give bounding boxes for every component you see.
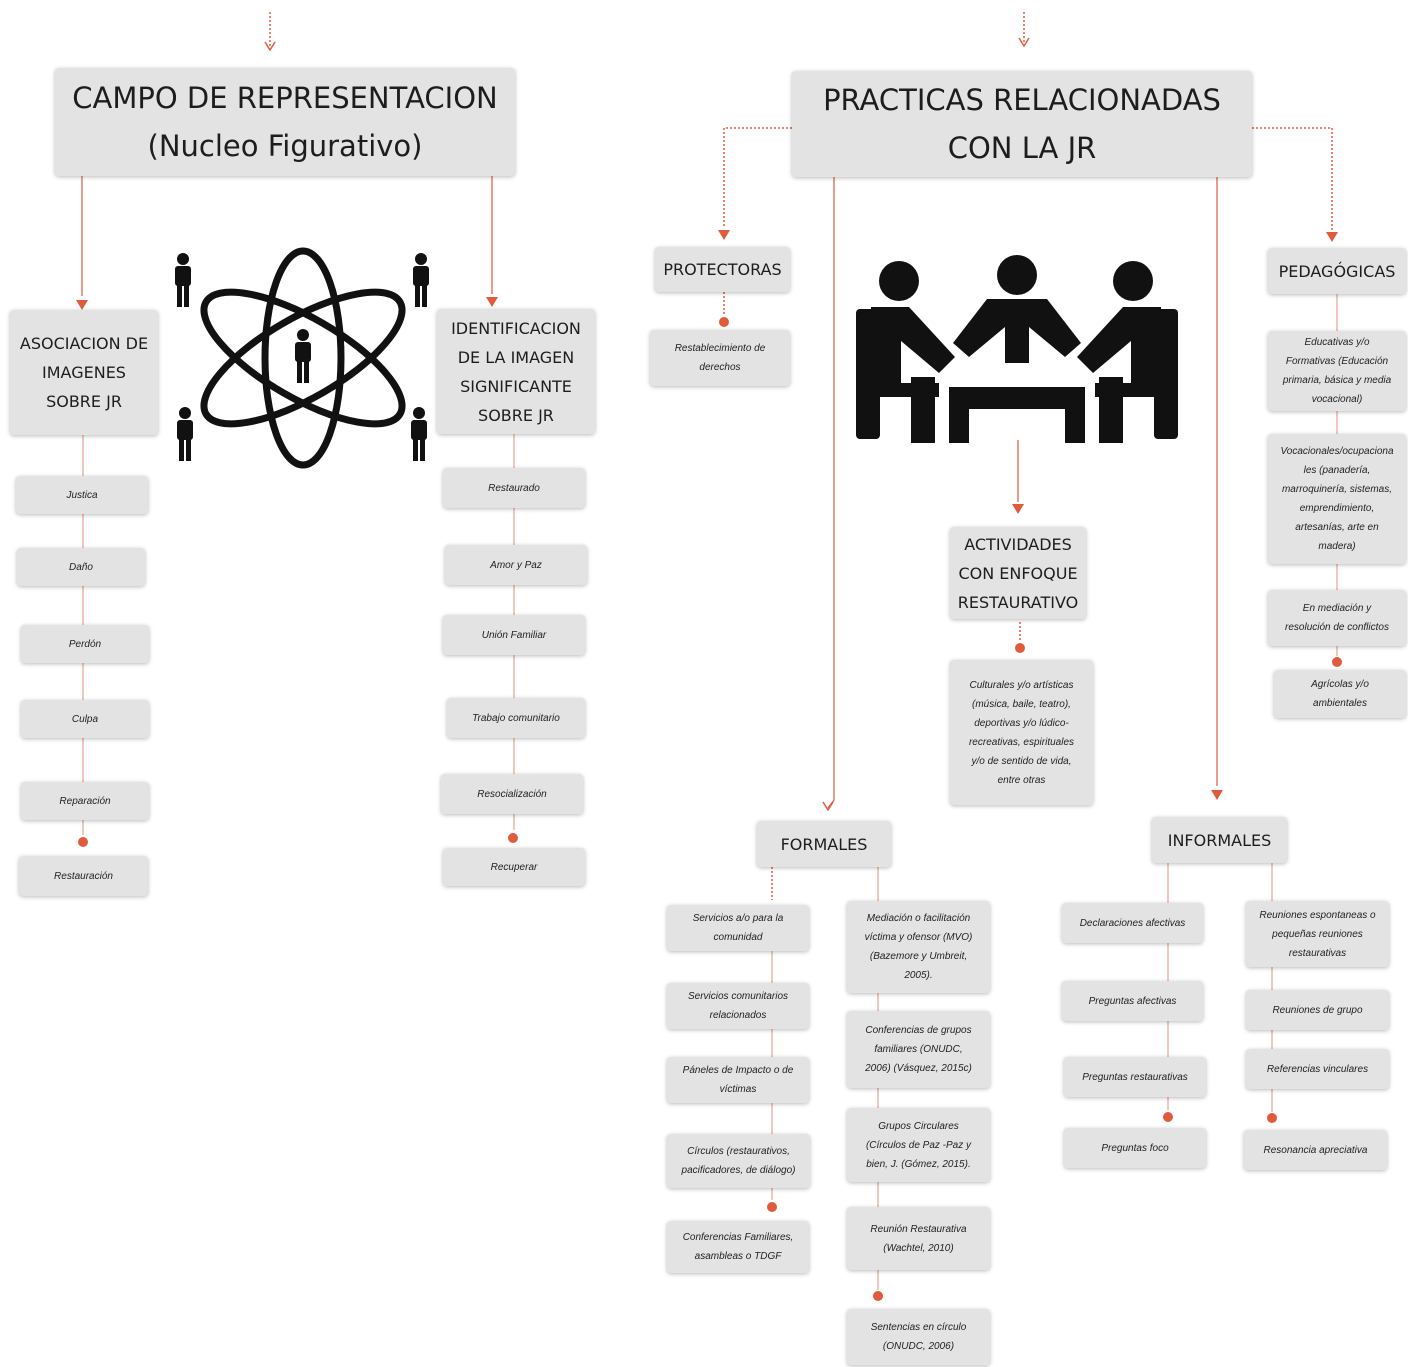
connector-dot [1332,657,1342,667]
actividades-box: ACTIVIDADES CON ENFOQUE RESTAURATIVO [950,527,1086,619]
asociacion-item: Perdón [21,625,149,663]
arrow-head [822,801,834,812]
connector-line [827,177,835,809]
formales-left-item: Páneles de Impacto o de víctimas [667,1057,809,1103]
asociacion-item: Culpa [21,700,149,738]
asociacion-item: Reparación [21,782,149,820]
formales-box: FORMALES [757,821,891,867]
identificacion-item: Restaurado [443,468,585,508]
arrow-head [718,230,730,240]
practicas-title-box: PRACTICAS RELACIONADAS CON LA JR [792,71,1252,177]
formales-left-item: Servicios comunitarios relacionados [667,983,809,1029]
campo-title: CAMPO DE REPRESENTACION (Nucleo Figurati… [72,81,498,163]
practicas-title: PRACTICAS RELACIONADAS CON LA JR [823,83,1221,165]
identificacion-item: Trabajo comunitario [447,698,585,738]
formales-left-item: Círculos (restaurativos, pacificadores, … [667,1134,810,1188]
identificacion-item: Resocialización [441,774,583,814]
arrow-head [1326,232,1338,242]
pedagogicas-box: PEDAGÓGICAS [1268,248,1406,294]
asociacion-item: Restauración [19,856,148,896]
arrow-head [76,300,88,310]
connector-dot [1015,643,1025,653]
informales-left-item: Preguntas restaurativas [1064,1057,1206,1097]
campo-title-box: CAMPO DE REPRESENTACION (Nucleo Figurati… [55,68,515,176]
formales-left-item: Servicios a/o para la comunidad [667,905,809,951]
arrow-head [1211,790,1223,800]
arrow-head [1018,37,1030,48]
informales-left-item: Preguntas afectivas [1062,981,1203,1021]
identificacion-item: Unión Familiar [443,615,585,655]
asociacion-item: Justica [16,476,148,514]
pedagogicas-item: Vocacionales/ocupaciona les (panadería, … [1268,434,1406,564]
informales-right-item: Referencias vinculares [1246,1049,1389,1089]
actividades-item: Culturales y/o artísticas (música, baile… [950,660,1093,805]
people-meeting-at-table-icon [856,255,1178,443]
connector-dot [873,1291,883,1301]
pedagogicas-item: En mediación y resolución de conflictos [1268,590,1406,646]
connector-line [1252,127,1333,230]
atom-with-people-icon [175,247,429,469]
pedagogicas-item: Agrícolas y/o ambientales [1274,670,1406,718]
connector-dot [767,1202,777,1212]
pedagogicas-item: Educativas y/o Formativas (Educación pri… [1268,331,1406,411]
informales-box: INFORMALES [1152,817,1287,863]
connector-dot [719,317,729,327]
asociacion-title: ASOCIACION DE IMAGENES SOBRE JR [19,334,149,411]
formales-left-item: Conferencias Familiares, asambleas o TDG… [667,1221,809,1273]
formales-right-item: Reunión Restaurativa (Wachtel, 2010) [847,1207,990,1270]
connector-dot [78,837,88,847]
informales-right-item: Reuniones espontaneas o pequeñas reunion… [1246,901,1389,967]
arrow-head [264,41,276,52]
connector-line [723,127,792,228]
identificacion-title: IDENTIFICACION DE LA IMAGEN SIGNIFICANTE… [451,318,581,425]
formales-right-item: Conferencias de grupos familiares (ONUDC… [847,1011,990,1088]
formales-right-item: Mediación o facilitación víctima y ofens… [847,901,990,993]
identificacion-box: IDENTIFICACION DE LA IMAGEN SIGNIFICANTE… [437,309,595,434]
protectoras-item: Restablecimiento de derechos [650,330,790,386]
identificacion-item: Amor y Paz [445,545,587,585]
informales-right-item: Resonancia apreciativa [1244,1130,1387,1170]
formales-right-item: Grupos Circulares (Círculos de Paz -Paz … [847,1108,990,1182]
informales-left-item: Declaraciones afectivas [1062,903,1203,943]
asociacion-box: ASOCIACION DE IMAGENES SOBRE JR [10,310,158,435]
arrow-head [486,297,498,307]
protectoras-box: PROTECTORAS [655,247,790,292]
formales-right-item: Sentencias en círculo (ONUDC, 2006) [847,1309,990,1365]
asociacion-item: Daño [17,548,145,586]
informales-right-item: Reuniones de grupo [1246,990,1389,1030]
identificacion-item: Recuperar [443,848,585,886]
connector-dot [508,833,518,843]
connector-dot [1267,1113,1277,1123]
connector-dot [1163,1112,1173,1122]
arrow-head [1012,504,1024,514]
informales-left-item: Preguntas foco [1064,1128,1206,1168]
